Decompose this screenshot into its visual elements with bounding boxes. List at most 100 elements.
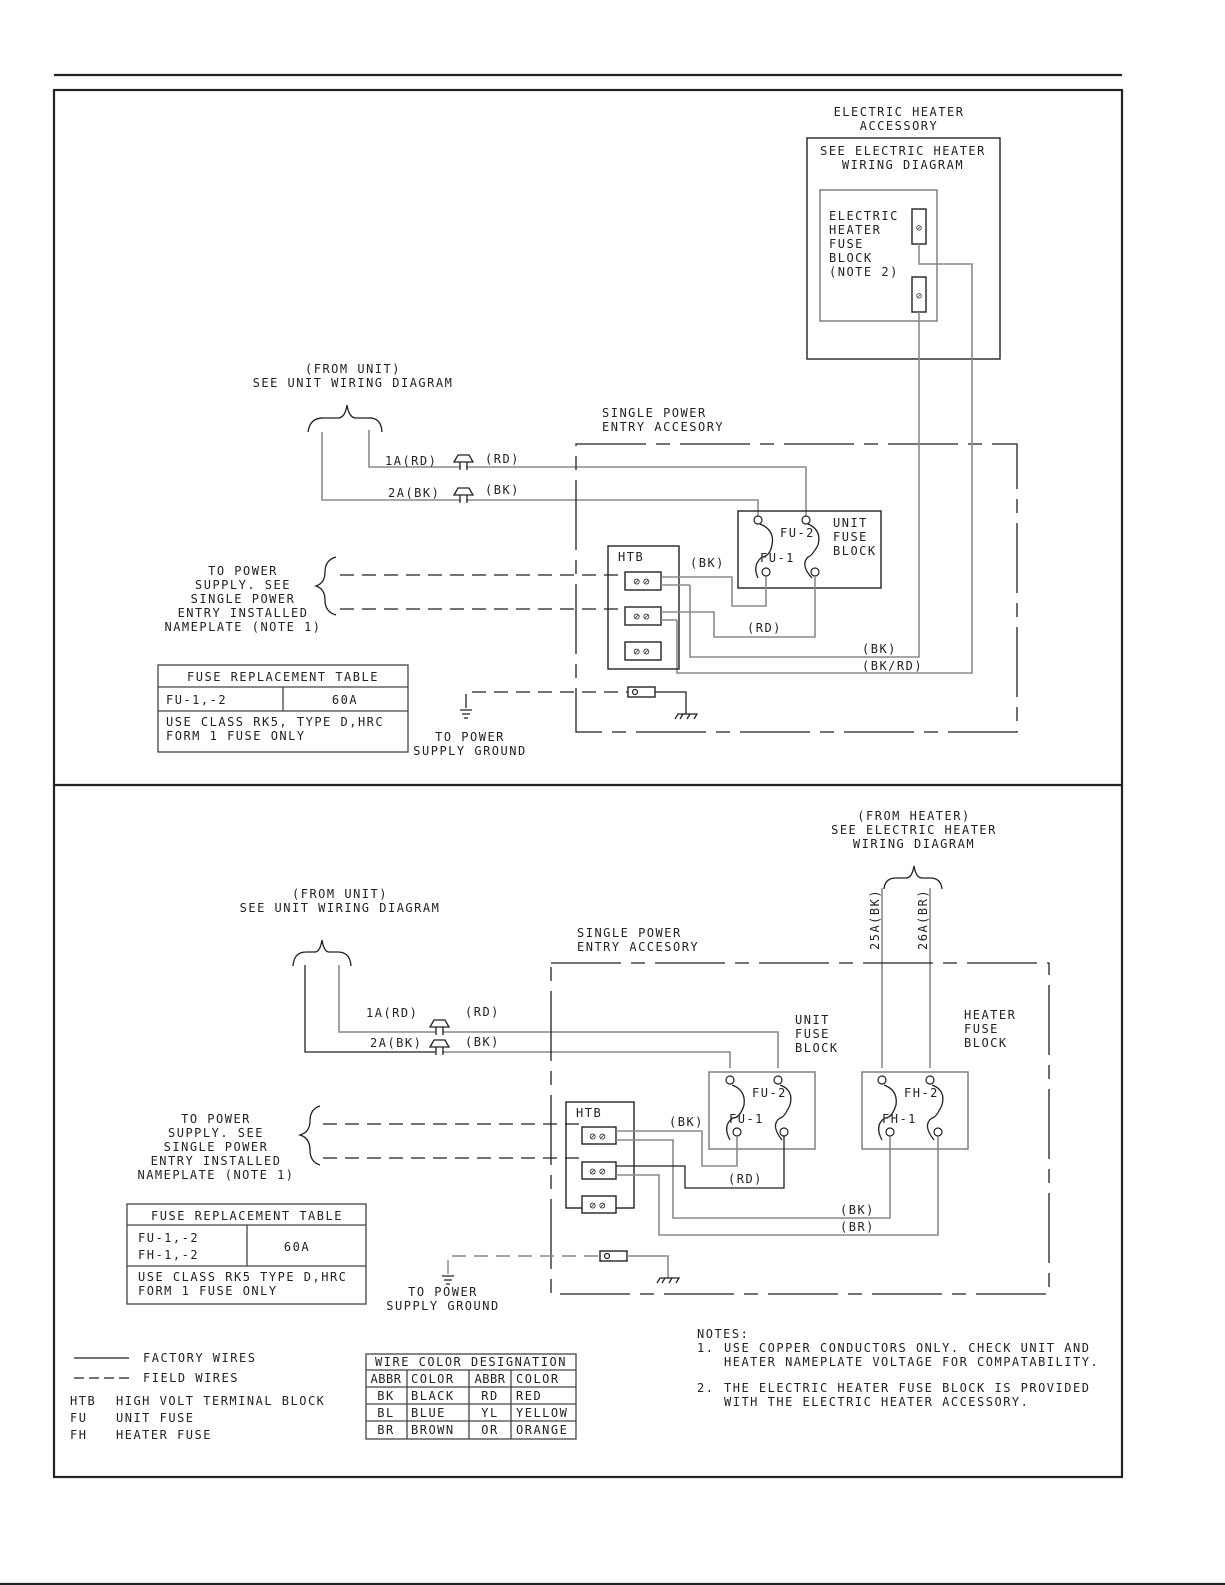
ground-label-1: TO POWER (435, 730, 505, 744)
fuse-label-fh1: FH-1 (882, 1112, 917, 1126)
wire-heater-bkrd (676, 244, 973, 674)
heater-fuse-block-label-1: ELECTRIC (829, 209, 899, 223)
fuse-label-fh2: FH-2 (904, 1086, 939, 1100)
chassis-ground-icon (655, 691, 699, 720)
wire-color-cell: BLUE (411, 1406, 446, 1420)
wire-1a (338, 965, 436, 1033)
from-unit-label-1: (FROM UNIT) (305, 362, 401, 376)
brace-icon (297, 1105, 321, 1166)
legend-abbr-htb: HTB (70, 1394, 96, 1408)
screw-icon: ⊘ (916, 223, 922, 234)
fuse-terminal (925, 1075, 935, 1085)
note-2-line-1: THE ELECTRIC HEATER FUSE BLOCK IS PROVID… (724, 1381, 1090, 1395)
wire-label-bottom-br: (BR) (840, 1220, 875, 1234)
wire-label-2a: 2A(BK) (388, 486, 440, 500)
legend-abbr-fu: FU (70, 1411, 87, 1425)
fuse-label-fu1: FU-1 (760, 551, 795, 565)
from-heater-label-3: WIRING DIAGRAM (853, 837, 975, 851)
connector-icon (452, 454, 475, 470)
wire-abbr-cell: RD (481, 1389, 498, 1403)
field-ground-wire (465, 691, 628, 708)
from-unit-label-1: (FROM UNIT) (292, 887, 388, 901)
power-supply-label-2: SUPPLY. SEE (168, 1126, 264, 1140)
header-color-2: COLOR (516, 1372, 560, 1386)
power-supply-label-5: NAMEPLATE (NOTE 1) (137, 1168, 294, 1182)
chassis-ground-icon (656, 1277, 681, 1284)
heater-see-1: SEE ELECTRIC HEATER (820, 144, 986, 158)
power-supply-label-5: NAMEPLATE (NOTE 1) (164, 620, 321, 634)
heater-fuse-block-label-4: BLOCK (829, 251, 873, 265)
heater-fuse-block-label-3: FUSE (829, 237, 864, 251)
heater-see-2: WIRING DIAGRAM (842, 158, 964, 172)
table-border (157, 664, 409, 753)
header-color-1: COLOR (411, 1372, 455, 1386)
heater-fuse-block (861, 1071, 969, 1150)
fuse-table-title: FUSE REPLACEMENT TABLE (151, 1209, 343, 1223)
fuse-table-fuse-1: FU-1,-2 (138, 1231, 199, 1245)
ground-label-2: SUPPLY GROUND (386, 1299, 499, 1313)
heater-fuse-block-label-1: HEATER (964, 1008, 1016, 1022)
heater-accessory-box (806, 137, 1001, 360)
wire-label-bottom-bk: (BK) (862, 642, 897, 656)
wire-color-cell: BROWN (411, 1423, 455, 1437)
unit-fuse-block (708, 1071, 816, 1150)
fuse-fu1-icon (726, 1084, 745, 1141)
unit-fuse-block-label-3: BLOCK (795, 1041, 839, 1055)
fuse-terminal (779, 1127, 789, 1137)
notes-title: NOTES: (697, 1327, 749, 1341)
wire-label-1a: 1A(RD) (366, 1006, 418, 1020)
from-unit-label-2: SEE UNIT WIRING DIAGRAM (240, 901, 441, 915)
note-1-line-1: USE COPPER CONDUCTORS ONLY. CHECK UNIT A… (724, 1341, 1090, 1355)
legend-abbr-fh: FH (70, 1428, 87, 1442)
wire-label-rd: (RD) (485, 452, 520, 466)
bottom-diagram: (FROM HEATER) SEE ELECTRIC HEATER WIRING… (126, 809, 1050, 1313)
fuse-terminal (810, 567, 820, 577)
fuse-terminal (725, 1075, 735, 1085)
wire-label-htb-bk: (BK) (669, 1115, 704, 1129)
htb-terminal-3 (624, 641, 662, 661)
power-supply-label-3: SINGLE POWER (191, 592, 296, 606)
note-2-num: 2. (697, 1381, 714, 1395)
power-supply-label-1: TO POWER (181, 1112, 251, 1126)
unit-fuse-block-label-3: BLOCK (833, 544, 877, 558)
fuse-terminal (801, 515, 811, 525)
screw-icon: ⊘ (916, 291, 922, 302)
wire-label-rd: (RD) (465, 1005, 500, 1019)
fuse-terminal (885, 1127, 895, 1137)
fuse-label-fu2: FU-2 (752, 1086, 787, 1100)
htb-terminal-2 (581, 1161, 617, 1180)
wire-htb-br-fh2 (616, 1136, 939, 1236)
legend-meaning-htb: HIGH VOLT TERMINAL BLOCK (116, 1394, 325, 1408)
unit-fuse-block-label-2: FUSE (833, 530, 868, 544)
heater-accessory-title-2: ACCESSORY (860, 119, 939, 133)
fuse-table-fuse: FU-1,-2 (166, 693, 227, 707)
wire-1a-to-fu2 (466, 466, 807, 519)
fuse-terminal (933, 1127, 943, 1137)
note-1-line-2: HEATER NAMEPLATE VOLTAGE FOR COMPATABILI… (724, 1355, 1099, 1369)
ground-lug-hole (603, 1252, 611, 1260)
power-supply-label-3: SINGLE POWER (164, 1140, 269, 1154)
fuse-fh1-icon (878, 1084, 897, 1141)
heater-accessory-title-1: ELECTRIC HEATER (834, 105, 965, 119)
wire-label-htb-rd: (RD) (728, 1172, 763, 1186)
spe-accessory-box (550, 962, 1050, 1295)
wire-abbr-cell: BK (377, 1389, 394, 1403)
spe-label-1: SINGLE POWER (577, 926, 682, 940)
heater-fuse-block-label-2: HEATER (829, 223, 881, 237)
fuse-label-fu1: FU-1 (729, 1112, 764, 1126)
connector-icon (428, 1039, 451, 1055)
spe-label-1: SINGLE POWER (602, 406, 707, 420)
wire-color-cell: YELLOW (516, 1406, 568, 1420)
wire-htb-rd-fu2 (661, 576, 816, 638)
fuse-terminal (773, 1075, 783, 1085)
wire-label-bottom-bk: (BK) (840, 1203, 875, 1217)
fuse-replacement-table-bottom: FUSE REPLACEMENT TABLE FU-1,-2 FH-1,-2 6… (126, 1203, 367, 1305)
wire-label-bottom-bkrd: (BK/RD) (862, 659, 923, 673)
wire-color-table-title: WIRE COLOR DESIGNATION (375, 1355, 567, 1369)
ground-icon (442, 1275, 454, 1285)
fuse-table-fuse-2: FH-1,-2 (138, 1248, 199, 1262)
table-border (126, 1203, 367, 1305)
heater-fuse-block-box (819, 189, 938, 322)
power-supply-label-2: SUPPLY. SEE (195, 578, 291, 592)
power-supply-label-4: ENTRY INSTALLED (151, 1154, 282, 1168)
